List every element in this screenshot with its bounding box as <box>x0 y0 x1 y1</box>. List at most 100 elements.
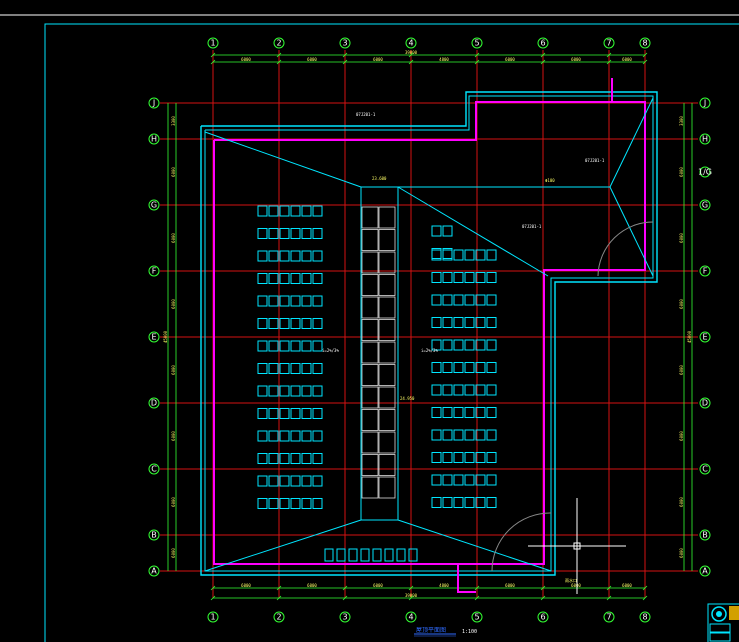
building-outline <box>200 91 658 576</box>
seat <box>290 273 301 284</box>
axis-bubble-right-H-label: H <box>702 135 708 144</box>
seat <box>312 363 323 374</box>
dim-text-left_total_dim: 45000 <box>163 330 168 343</box>
axis-bubble-bottom-3-label: 3 <box>342 613 347 622</box>
seat <box>475 429 486 441</box>
seat <box>464 272 475 283</box>
axis-bubble-right-F-circle <box>699 265 711 277</box>
seat <box>301 318 312 329</box>
dim-tick <box>606 585 612 591</box>
axis-bubble-top-5-label: 5 <box>474 39 479 48</box>
seat <box>442 384 453 396</box>
seat <box>290 385 301 397</box>
seat <box>268 250 279 262</box>
seat <box>442 294 453 306</box>
dim-tick <box>540 585 546 591</box>
seat <box>442 497 453 508</box>
seat <box>279 453 290 464</box>
seat <box>279 430 290 442</box>
axis-bubble-bottom-6-label: 6 <box>540 613 545 622</box>
seat <box>312 498 323 509</box>
seat <box>464 429 475 441</box>
dim-tick <box>474 59 480 65</box>
seat <box>442 272 453 283</box>
seat <box>301 273 312 284</box>
seat <box>486 272 497 283</box>
dim-tick <box>642 52 648 58</box>
label-center-elev: 24.950 <box>400 396 415 401</box>
dim-text-right_dims-0: 3300 <box>679 116 684 126</box>
label-detail-ref-mid: 07J201-1 <box>522 224 542 229</box>
dim-tick <box>276 59 282 65</box>
dim-tick <box>606 595 612 601</box>
seat <box>475 474 486 486</box>
seat-row-bottom <box>324 548 418 562</box>
seat <box>312 318 323 329</box>
seat <box>268 228 279 239</box>
dim-text-right_dims-4: 6000 <box>679 365 684 375</box>
seat <box>268 205 279 217</box>
dim-text-top_total_dim: 39000 <box>405 50 418 55</box>
axis-bubble-right-B-label: B <box>702 531 708 540</box>
seat <box>396 548 406 562</box>
axis-bubble-right-C-circle <box>699 463 711 475</box>
seat <box>442 429 453 441</box>
seat <box>257 250 268 262</box>
seat <box>279 318 290 329</box>
seat <box>442 317 453 328</box>
seat <box>257 295 268 307</box>
seat <box>290 408 301 419</box>
seat <box>301 408 312 419</box>
seat <box>486 497 497 508</box>
axis-bubble-right-G-circle <box>699 199 711 211</box>
seat <box>384 548 394 562</box>
dim-tick <box>210 52 216 58</box>
seat <box>257 363 268 374</box>
skylight-cell <box>361 251 379 274</box>
dim-text-bottom_dims-4: 6000 <box>505 583 515 588</box>
seat <box>453 362 464 373</box>
dim-tick <box>540 595 546 601</box>
seat <box>257 318 268 329</box>
label-slope-left: i=2%/3% <box>322 348 339 353</box>
seat <box>301 475 312 487</box>
seat <box>279 475 290 487</box>
seat <box>257 453 268 464</box>
seat <box>301 228 312 239</box>
seat <box>442 407 453 418</box>
dim-tick <box>474 595 480 601</box>
seat <box>464 362 475 373</box>
axis-bubble-right-A-circle <box>699 565 711 577</box>
skylight-cell <box>361 364 379 386</box>
axis-bubble-bottom-3-circle <box>339 611 351 623</box>
seat <box>257 205 268 217</box>
seat <box>475 249 486 261</box>
seat <box>279 385 290 397</box>
axis-grid <box>160 50 698 598</box>
axis-bubble-left-A-circle <box>148 565 160 577</box>
skylight-cell <box>361 476 379 499</box>
dim-tick <box>642 59 648 65</box>
seat <box>464 294 475 306</box>
seat <box>431 294 442 306</box>
dim-text-right_dims-3: 6000 <box>679 299 684 309</box>
seat <box>312 205 323 217</box>
drawing-title-block: 屋顶平面图 1:100 <box>414 627 477 637</box>
dim-tick <box>342 585 348 591</box>
seat <box>464 474 475 486</box>
seat <box>301 363 312 374</box>
dim-tick <box>342 59 348 65</box>
dim-text-bottom_dims-5: 6000 <box>571 583 581 588</box>
axis-bubble-top-7-circle <box>603 37 615 49</box>
axis-bubble-top-1-circle <box>207 37 219 49</box>
seat <box>290 475 301 487</box>
seat <box>464 384 475 396</box>
seat <box>312 295 323 307</box>
axis-bubble-bottom-7-label: 7 <box>606 613 611 622</box>
axis-bubble-right-extra-circle <box>699 166 711 178</box>
axis-bubble-left-B-circle <box>148 529 160 541</box>
axis-bubble-left-E-label: E <box>151 333 156 342</box>
dim-tick <box>606 59 612 65</box>
axis-bubble-top-6-circle <box>537 37 549 49</box>
